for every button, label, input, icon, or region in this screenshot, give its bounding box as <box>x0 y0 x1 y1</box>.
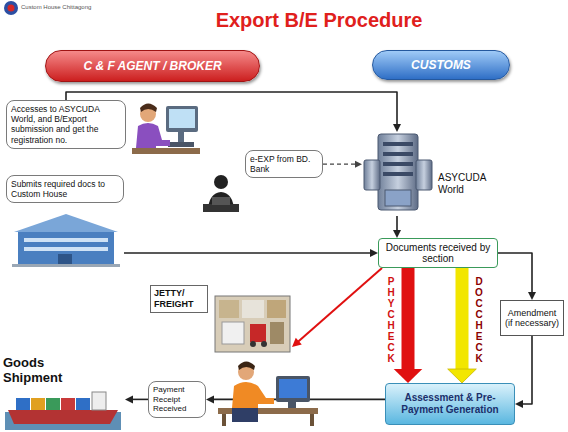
speech-bubble: e-EXP from BD. Bank <box>245 150 323 178</box>
arrow-head <box>292 338 302 347</box>
node-text: C & F AGENT / BROKER <box>83 59 221 73</box>
server-node: ASYCUDA World <box>352 128 502 216</box>
process-box: Assessment & Pre-Payment Generation <box>385 383 515 425</box>
arrow-head <box>125 395 133 403</box>
server-illustration <box>364 134 432 210</box>
process-box: Amendment (if necessary) <box>500 300 564 336</box>
physical-check-arrow <box>394 268 423 383</box>
node-text: Payment Receipt Received <box>153 385 201 414</box>
node-text: Amendment (if necessary) <box>504 308 560 329</box>
node-text: ASYCUDA World <box>438 172 500 195</box>
actor-pill: CUSTOMS <box>372 50 510 80</box>
building-illustration <box>12 214 120 267</box>
flow-arrow <box>393 216 401 238</box>
node-text: Goods Shipment <box>3 356 83 386</box>
connector-line <box>396 216 398 231</box>
logo-emblem <box>4 1 18 15</box>
connector-line <box>298 268 382 342</box>
jetty-node: JETTY/ FREIGHT <box>150 285 292 355</box>
document-check-arrow <box>448 268 477 383</box>
process-box: Documents received by section <box>378 238 498 268</box>
flow-arrow <box>124 249 378 257</box>
arrow-head <box>393 124 401 132</box>
page-title: Export B/E Procedure <box>188 9 450 32</box>
vertical-edge-label: PHY CHECK <box>386 276 396 364</box>
dashed-arrow <box>323 161 362 168</box>
connector-line <box>124 252 371 254</box>
connector-line <box>323 164 356 165</box>
arrow-head <box>528 292 536 300</box>
connector-line <box>132 399 148 401</box>
connector-line <box>456 268 469 370</box>
jetty-arrow <box>292 268 382 347</box>
actor-pill: C & F AGENT / BROKER <box>45 50 260 82</box>
arrow-head <box>448 369 477 383</box>
node-text: e-EXP from BD. Bank <box>250 154 318 174</box>
ship-illustration <box>5 392 121 430</box>
flow-arrow <box>498 253 536 300</box>
node-text: Submits required docs to Custom House <box>6 175 124 203</box>
node-text: Assessment & Pre-Payment Generation <box>391 392 509 416</box>
cashier-illustration <box>218 362 318 427</box>
speech-bubble: Payment Receipt Received <box>148 381 206 418</box>
connector-line <box>498 253 532 293</box>
node-text: JETTY/ FREIGHT <box>150 285 208 313</box>
bank-person-icon <box>203 175 239 212</box>
flow-arrow <box>515 336 532 408</box>
node-text: Accesses to ASYCUDA World, and B/Export … <box>11 104 121 145</box>
speech-bubble: Accesses to ASYCUDA World, and B/Export … <box>6 100 126 149</box>
jetty-photo <box>215 296 290 352</box>
connector-line <box>522 336 532 404</box>
connector-line <box>402 268 415 370</box>
shipment-node: Goods Shipment <box>3 356 125 430</box>
arrow-head <box>355 161 362 168</box>
arrow-head <box>370 249 378 257</box>
node-text: Documents received by section <box>383 242 493 265</box>
flow-arrow <box>125 395 148 403</box>
operator-illustration <box>132 104 200 155</box>
arrow-head <box>515 400 523 408</box>
node-text: CUSTOMS <box>411 58 471 72</box>
arrow-head <box>394 369 423 383</box>
vertical-edge-label: DOC CHECK <box>474 276 484 364</box>
arrow-head <box>206 395 214 403</box>
building-node: Submits required docs to Custom House <box>6 175 124 268</box>
logo-caption: Custom House Chittagong <box>21 4 91 10</box>
arrow-head <box>393 230 401 238</box>
